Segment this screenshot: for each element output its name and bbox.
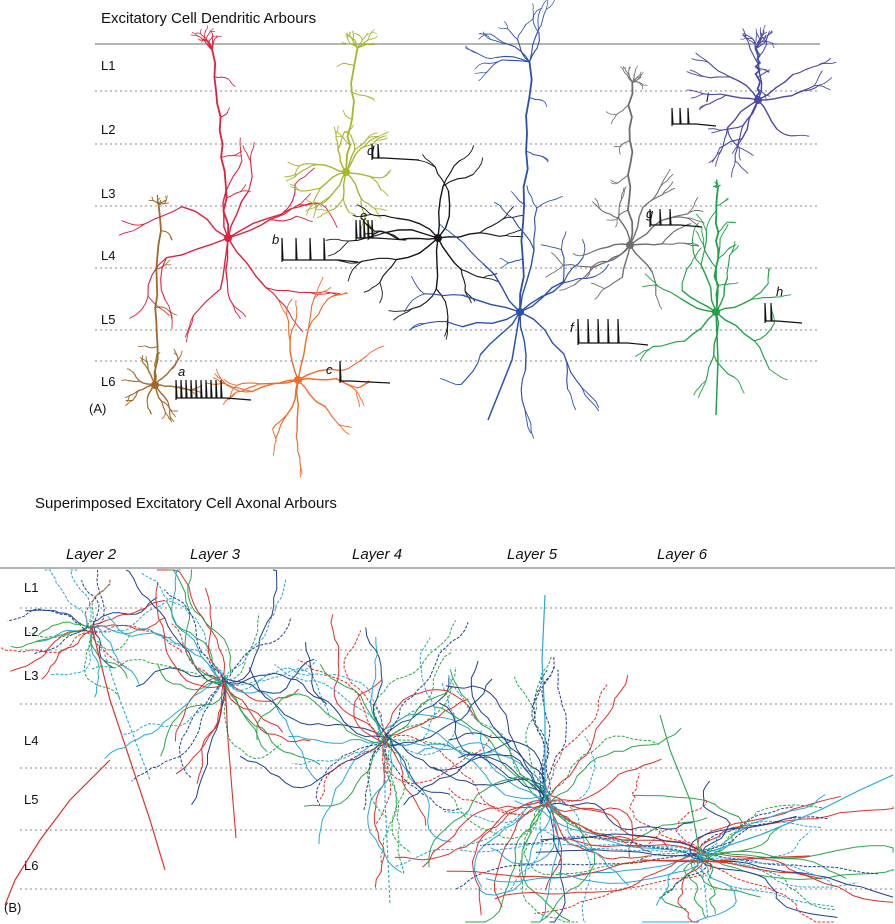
panel-b-layer-boundaries [0,567,895,890]
firing-trace-b [281,237,359,263]
panel-b-label: (B) [4,900,22,915]
firing-trace-i [671,107,717,127]
cell-label-c: c [326,362,333,377]
column-title: Layer 5 [507,546,558,563]
cell-c-dendrites [206,276,385,478]
column-title: Layer 3 [190,546,241,563]
panel-b-layer-label: L4 [24,733,39,748]
cell-label-i: i [706,90,710,105]
panel-b-layer-label: L2 [24,624,39,639]
cell-g-dendrites [545,65,705,310]
cell-b-dendrites [118,25,340,343]
cell-label-b: b [272,232,279,247]
cell-h-dendrites [634,179,792,398]
panel-b-layer-label: L5 [24,792,39,807]
cell-f-dendrites [403,0,609,439]
firing-trace-f [577,318,649,346]
panel-a-layer-label: L2 [101,122,116,137]
panel-a-layer-label: L1 [101,58,116,73]
panel-b-layer-label: L6 [24,858,39,873]
panel-a-title: Excitatory Cell Dendritic Arbours [101,10,317,27]
layer-3-axons [92,569,330,839]
axonal-arbours [1,569,894,923]
firing-traces: a b c d e f g h i [175,90,803,401]
cell-label-f: f [570,320,575,335]
dendritic-arbours [118,0,837,478]
panel-a-layer-label: L5 [101,312,116,327]
panel-b-layer-label: L1 [24,580,39,595]
cell-i-dendrites [686,24,837,178]
column-title: Layer 2 [66,546,117,563]
firing-trace-c [339,360,391,384]
firing-trace-a [175,379,252,401]
cell-label-g: g [646,206,654,221]
firing-trace-e [355,219,407,241]
cell-label-h: h [776,284,783,299]
layer-2-axons [1,569,183,906]
column-title: Layer 6 [657,546,708,563]
cell-a-dendrites [121,194,203,423]
firing-trace-g [649,208,703,228]
panel-a-layer-label: L4 [101,248,116,263]
panel-a-layer-label: L6 [101,374,116,389]
panel-b-layer-label: L3 [24,668,39,683]
layer-6-axons [446,714,894,923]
layer-5-axons [394,594,708,923]
firing-trace-d [371,143,420,161]
cell-e-dendrites [325,145,524,340]
panel-b-title: Superimposed Excitatory Cell Axonal Arbo… [35,495,337,512]
panel-a-label: (A) [89,401,107,416]
column-title: Layer 4 [352,546,403,563]
firing-trace-h [764,302,803,324]
panel-a-layer-label: L3 [101,186,116,201]
panel-a-layer-boundaries [95,43,820,362]
cell-label-d: d [367,143,375,158]
cell-d-dendrites [284,29,392,232]
cell-label-a: a [178,364,185,379]
cell-label-e: e [360,208,367,223]
layer-4-axons [239,614,517,906]
